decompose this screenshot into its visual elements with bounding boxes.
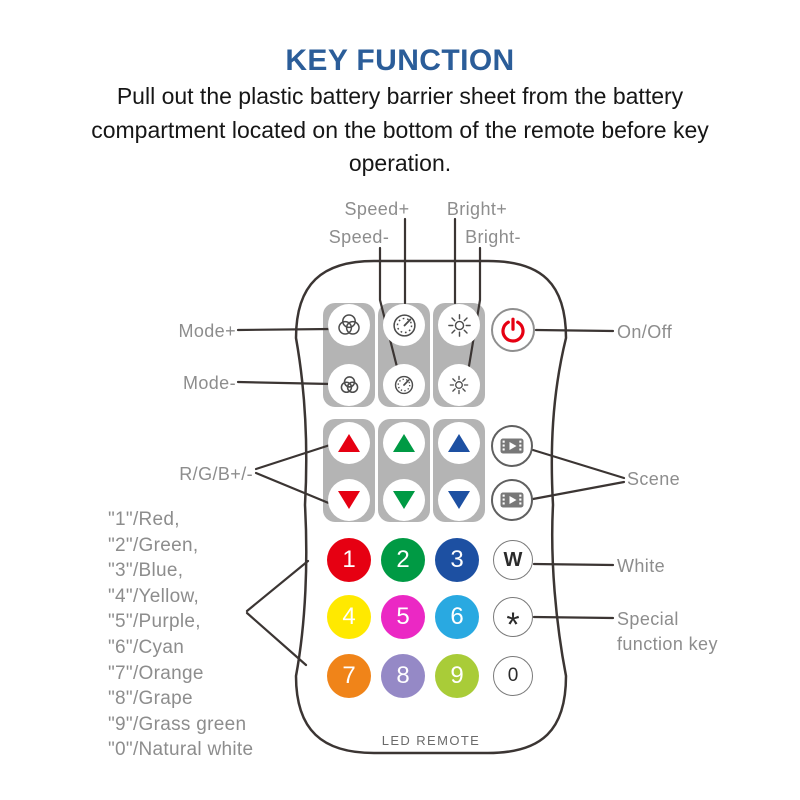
line-rgb-up	[254, 443, 332, 471]
red-up-button[interactable]	[328, 422, 370, 464]
triangle-up-icon	[393, 434, 415, 452]
legend-item: "4"/Yellow,	[108, 585, 200, 607]
legend-item: "7"/Orange	[108, 662, 204, 684]
line-rgb-down	[254, 471, 333, 506]
page-title: KEY FUNCTION	[285, 44, 515, 77]
power-icon	[501, 317, 525, 343]
label-mode-plus: Mode+	[178, 321, 236, 341]
on-off-button[interactable]	[491, 308, 535, 352]
legend-item: "1"/Red,	[108, 509, 180, 530]
speedometer-icon	[394, 375, 414, 395]
key-label: 6	[450, 603, 464, 630]
label-bright-plus: Bright+	[446, 199, 508, 219]
speed-plus-button[interactable]	[383, 304, 425, 346]
remote-brand-text: LED REMOTE	[381, 733, 481, 748]
key-3[interactable]: 3	[435, 538, 479, 582]
red-down-button[interactable]	[328, 479, 370, 521]
key-0[interactable]: 0	[493, 656, 533, 696]
legend-item: "3"/Blue,	[108, 560, 184, 582]
key-1[interactable]: 1	[327, 538, 371, 582]
film-play-icon	[500, 438, 524, 454]
line-speed-minus	[378, 246, 399, 369]
key-label: 8	[396, 662, 410, 689]
line-legend-down	[245, 611, 308, 667]
callout-lines	[236, 217, 626, 667]
speedometer-icon	[392, 313, 416, 337]
sun-icon	[447, 313, 471, 337]
label-speed-minus: Speed-	[328, 227, 390, 247]
triangle-down-icon	[338, 491, 360, 509]
line-scene-bottom	[531, 480, 626, 501]
key-8[interactable]: 8	[381, 654, 425, 698]
key-2[interactable]: 2	[381, 538, 425, 582]
key-label: 1	[342, 546, 356, 573]
line-scene-top	[531, 448, 626, 480]
legend-item: "9"/Grass green	[108, 713, 247, 735]
scene-down-button[interactable]	[491, 479, 533, 521]
legend-item: "8"/Grape	[108, 688, 193, 710]
key-label: W	[503, 548, 523, 571]
key-white[interactable]: W	[493, 540, 533, 580]
triangle-up-icon	[448, 434, 470, 452]
label-on-off: On/Off	[617, 322, 673, 342]
bright-plus-button[interactable]	[438, 304, 480, 346]
label-white: White	[617, 556, 666, 576]
line-on-off	[534, 328, 615, 333]
key-label: 0	[507, 665, 519, 686]
green-down-button[interactable]	[383, 479, 425, 521]
key-7[interactable]: 7	[327, 654, 371, 698]
key-label: 3	[450, 546, 464, 573]
number-key-legend: "1"/Red, "2"/Green, "3"/Blue, "4"/Yellow…	[108, 507, 253, 763]
triangle-down-icon	[448, 491, 470, 509]
key-label: 2	[396, 546, 410, 573]
bright-minus-button[interactable]	[438, 364, 480, 406]
key-4[interactable]: 4	[327, 595, 371, 639]
film-play-icon	[500, 492, 524, 508]
legend-item: "6"/Cyan	[108, 636, 185, 658]
instruction-text: Pull out the plastic battery barrier she…	[91, 83, 709, 176]
blue-up-button[interactable]	[438, 422, 480, 464]
legend-item: "2"/Green,	[108, 534, 199, 556]
blue-down-button[interactable]	[438, 479, 480, 521]
key-9[interactable]: 9	[435, 654, 479, 698]
color-mix-icon	[338, 314, 360, 335]
key-label: 9	[450, 662, 464, 689]
line-legend-up	[245, 559, 310, 613]
label-scene: Scene	[627, 469, 681, 489]
line-mode-minus	[236, 380, 333, 386]
legend-item: "0"/Natural white	[108, 739, 254, 761]
key-special-function[interactable]: *	[493, 597, 533, 644]
label-special-function: Special function key	[617, 609, 718, 654]
label-bright-minus: Bright-	[465, 227, 521, 247]
green-up-button[interactable]	[383, 422, 425, 464]
triangle-down-icon	[393, 491, 415, 509]
line-mode-plus	[236, 327, 333, 332]
key-label: *	[506, 605, 520, 644]
label-rgb: R/G/B+/-	[179, 464, 253, 484]
line-bright-minus	[467, 246, 482, 368]
key-6[interactable]: 6	[435, 595, 479, 639]
color-mix-icon	[340, 376, 358, 394]
line-special	[532, 615, 615, 620]
key-label: 4	[342, 603, 356, 630]
key-label: 7	[342, 662, 356, 689]
label-speed-plus: Speed+	[344, 199, 410, 219]
key-label: 5	[396, 603, 410, 630]
key-5[interactable]: 5	[381, 595, 425, 639]
line-white	[532, 562, 615, 567]
legend-item: "5"/Purple,	[108, 611, 201, 633]
mode-minus-button[interactable]	[328, 364, 370, 406]
triangle-up-icon	[338, 434, 360, 452]
sun-icon	[449, 375, 469, 395]
label-mode-minus: Mode-	[182, 373, 236, 393]
speed-minus-button[interactable]	[383, 364, 425, 406]
mode-plus-button[interactable]	[328, 304, 370, 346]
scene-up-button[interactable]	[491, 425, 533, 467]
